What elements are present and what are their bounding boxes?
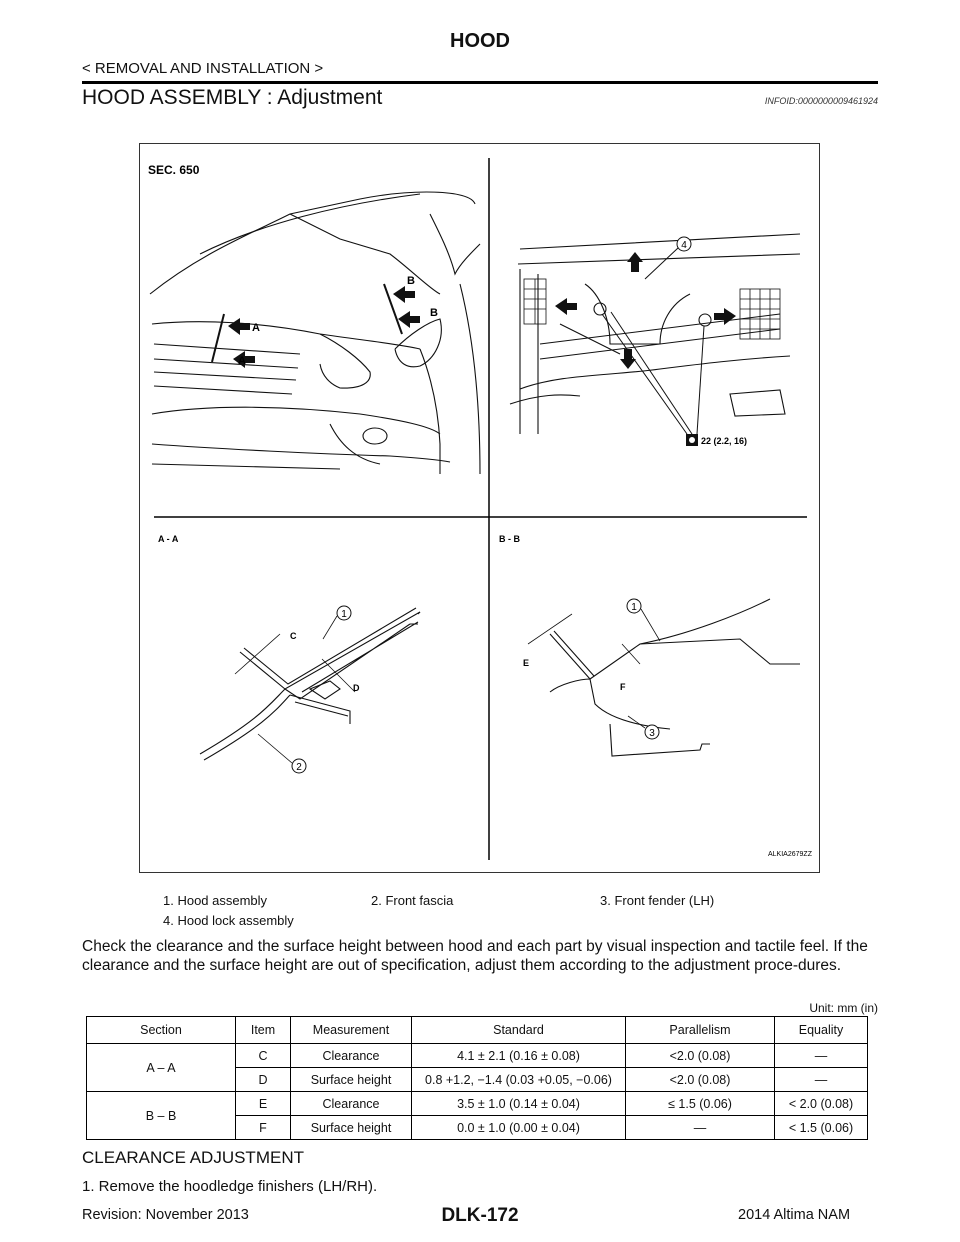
page-title: HOOD	[450, 30, 510, 52]
col-header: Section	[86, 1016, 236, 1044]
section-bb-dims	[527, 613, 641, 665]
table-cell: C	[235, 1043, 291, 1068]
label-f: F	[620, 682, 626, 692]
leader-1-bb	[640, 608, 661, 642]
callout-4: 4	[676, 236, 692, 252]
section-bb-drawing	[549, 598, 800, 757]
callout-2: 2	[291, 758, 307, 774]
leader-1-aa	[322, 615, 338, 640]
table-row: D Surface height 0.8 +1.2, −1.4 (0.03 +0…	[87, 1067, 868, 1092]
torque-spec: 22 (2.2, 16)	[701, 436, 747, 446]
figure-code: ALKIA2679ZZ	[768, 851, 813, 858]
section-aa-dims	[234, 633, 356, 693]
table-cell: 4.1 ± 2.1 (0.16 ± 0.08)	[411, 1043, 626, 1068]
footer-model: 2014 Altima NAM	[738, 1207, 851, 1223]
label-d: D	[353, 683, 360, 693]
legend-item: 3. Front fender (LH)	[600, 893, 715, 908]
sec-label: SEC. 650	[148, 163, 200, 177]
legend-item: 4. Hood lock assembly	[163, 913, 294, 928]
car-section-lines	[211, 283, 403, 363]
label-c: C	[290, 631, 297, 641]
car-illustration	[149, 191, 481, 475]
svg-text:1: 1	[631, 602, 637, 613]
step-1: 1. Remove the hoodledge finishers (LH/RH…	[82, 1178, 378, 1195]
col-header: Measurement	[290, 1016, 412, 1044]
table-cell: —	[774, 1067, 868, 1092]
grille-pattern	[523, 278, 781, 340]
table-cell: Surface height	[290, 1067, 412, 1092]
leader-2	[257, 733, 293, 764]
svg-text:4: 4	[681, 240, 687, 251]
table-cell: < 2.0 (0.08)	[774, 1091, 868, 1116]
torque-icon	[686, 434, 698, 446]
car-arrows	[228, 286, 420, 368]
table-cell: 0.8 +1.2, −1.4 (0.03 +0.05, −0.06)	[411, 1067, 626, 1092]
table-cell: F	[235, 1115, 291, 1140]
col-header: Item	[235, 1016, 291, 1044]
instruction-paragraph: Check the clearance and the surface heig…	[82, 938, 868, 974]
figure-illustration: SEC. 650 A - A B - B ALKIA2679ZZ	[148, 158, 813, 860]
section-aa-drawing	[199, 607, 421, 761]
svg-text:1: 1	[341, 609, 347, 620]
table-row: F Surface height 0.0 ± 1.0 (0.00 ± 0.04)…	[87, 1115, 868, 1140]
breadcrumb[interactable]: < REMOVAL AND INSTALLATION >	[82, 60, 324, 77]
table-cell: Clearance	[290, 1043, 412, 1068]
table-cell: E	[235, 1091, 291, 1116]
label-a-2: A	[238, 355, 246, 367]
hood-lock-illustration	[509, 233, 801, 434]
table-cell: Surface height	[290, 1115, 412, 1140]
table-row: B – B E Clearance 3.5 ± 1.0 (0.14 ± 0.04…	[86, 1091, 868, 1140]
table-cell: D	[235, 1067, 291, 1092]
svg-text:3: 3	[649, 728, 655, 739]
table-cell: B – B	[86, 1091, 236, 1140]
table-cell: —	[625, 1115, 775, 1140]
view-bb-label: B - B	[499, 534, 520, 544]
table-header-row: Section Item Measurement Standard Parall…	[86, 1016, 868, 1044]
unit-label: Unit: mm (in)	[809, 1001, 878, 1015]
col-header: Parallelism	[625, 1016, 775, 1044]
callout-1-aa: 1	[336, 605, 352, 621]
col-header: Equality	[774, 1016, 868, 1044]
hood-adjustment-figure: SEC. 650 A - A B - B ALKIA2679ZZ	[139, 143, 820, 873]
label-b-2: B	[430, 307, 438, 319]
table-cell: <2.0 (0.08)	[625, 1043, 775, 1068]
table-cell: Clearance	[290, 1091, 412, 1116]
col-header: Standard	[411, 1016, 626, 1044]
footer-page-code: DLK-172	[441, 1205, 519, 1226]
label-a-1: A	[252, 322, 260, 334]
view-aa-label: A - A	[158, 534, 179, 544]
leader-3	[627, 715, 646, 729]
subheading: CLEARANCE ADJUSTMENT	[82, 1148, 304, 1167]
lock-leader-lines	[601, 247, 705, 435]
callout-1-bb: 1	[626, 598, 642, 614]
info-id: INFOID:0000000009461924	[764, 96, 878, 106]
lock-arrows	[555, 252, 736, 369]
table-row: A – A C Clearance 4.1 ± 2.1 (0.16 ± 0.08…	[86, 1043, 868, 1092]
label-b-1: B	[407, 275, 415, 287]
header-divider	[82, 81, 878, 84]
legend-item: 1. Hood assembly	[163, 893, 268, 908]
spec-table: Section Item Measurement Standard Parall…	[86, 1016, 868, 1140]
table-cell: A – A	[86, 1043, 236, 1092]
table-cell: —	[774, 1043, 868, 1068]
table-cell: <2.0 (0.08)	[625, 1067, 775, 1092]
svg-text:2: 2	[296, 762, 302, 773]
section-title: HOOD ASSEMBLY : Adjustment	[82, 86, 383, 109]
table-cell: 0.0 ± 1.0 (0.00 ± 0.04)	[411, 1115, 626, 1140]
label-e: E	[523, 658, 529, 668]
legend-item: 2. Front fascia	[371, 893, 454, 908]
callout-3: 3	[644, 724, 660, 740]
table-cell: 3.5 ± 1.0 (0.14 ± 0.04)	[411, 1091, 626, 1116]
table-cell: < 1.5 (0.06)	[774, 1115, 868, 1140]
footer-revision: Revision: November 2013	[82, 1207, 249, 1223]
table-cell: ≤ 1.5 (0.06)	[625, 1091, 775, 1116]
